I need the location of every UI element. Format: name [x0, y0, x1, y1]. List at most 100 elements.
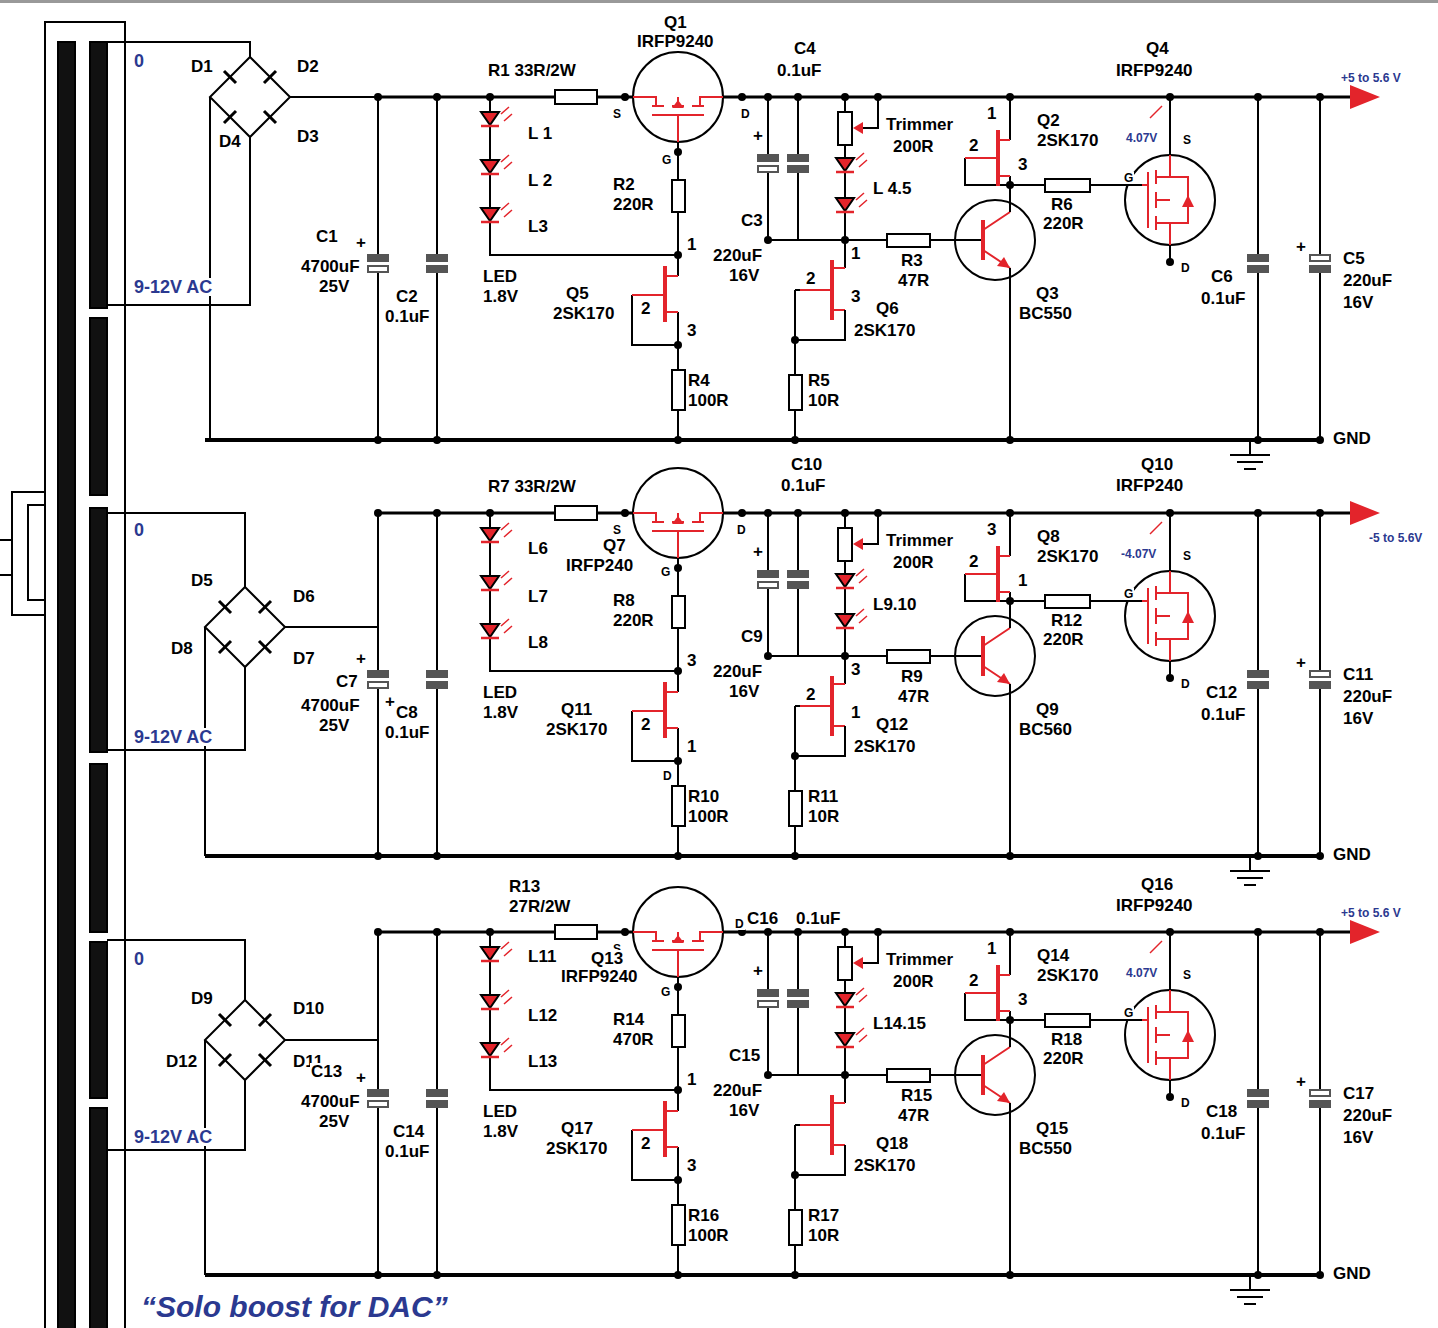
label-slot: L8 — [527, 634, 549, 652]
label-slot: 0.1uF — [795, 910, 841, 928]
label-slot: L 4.5 — [872, 180, 912, 198]
label-slot: 16V — [1342, 710, 1374, 728]
component-label: G — [660, 986, 671, 998]
label-slot: Q12 — [875, 716, 909, 734]
label-slot: + — [355, 650, 367, 668]
label-slot: Q7 — [602, 537, 627, 555]
component-label: Q9 — [1035, 701, 1060, 718]
component-label: 3 — [986, 521, 997, 538]
component-label: 4700uF — [300, 258, 361, 275]
component-label: 1.8V — [482, 704, 519, 721]
label-slot: L9.10 — [872, 596, 917, 614]
label-slot: 3 — [686, 652, 697, 670]
component-label: 25V — [318, 1113, 350, 1130]
label-slot: +5 to 5.6 V — [1340, 903, 1402, 921]
label-slot: 100R — [687, 392, 730, 410]
component-label: R13 — [508, 878, 541, 895]
component-label: 2SK170 — [1036, 967, 1099, 984]
component-label: Q6 — [875, 300, 900, 317]
component-label: R18 — [1050, 1031, 1083, 1048]
label-slot: 3 — [986, 521, 997, 539]
component-label: L 4.5 — [872, 180, 912, 197]
label-slot: 220R — [1042, 631, 1085, 649]
label-slot: 47R — [897, 1107, 930, 1125]
component-label: Q10 — [1140, 456, 1174, 473]
component-label: C12 — [1205, 684, 1238, 701]
label-slot: Q8 — [1036, 528, 1061, 546]
component-label: Trimmer — [885, 116, 954, 133]
label-slot: 200R — [892, 554, 935, 572]
label-slot: G — [661, 150, 672, 168]
component-label: 2 — [968, 972, 979, 989]
component-label: 0.1uF — [780, 477, 826, 494]
label-slot: IRFP9240 — [1115, 897, 1194, 915]
label-slot: GND — [1332, 1265, 1372, 1283]
component-label: Q12 — [875, 716, 909, 733]
component-label: 2SK170 — [853, 738, 916, 755]
component-label: 200R — [892, 138, 935, 155]
component-label: Trimmer — [885, 951, 954, 968]
component-label: 16V — [728, 1102, 760, 1119]
component-label: Trimmer — [885, 532, 954, 549]
label-slot: D7 — [292, 650, 316, 668]
label-slot: 220uF — [712, 1082, 763, 1100]
label-slot: 220uF — [1342, 688, 1393, 706]
label-slot: 4.07V — [1125, 963, 1158, 981]
component-label: 16V — [728, 267, 760, 284]
component-label: 220R — [612, 612, 655, 629]
component-label: 4700uF — [300, 1093, 361, 1110]
label-slot: 10R — [807, 808, 840, 826]
label-slot: S — [1182, 130, 1192, 148]
label-slot: + — [1295, 1073, 1307, 1091]
label-slot: L7 — [527, 588, 549, 606]
label-slot: Q3 — [1035, 285, 1060, 303]
component-label: D — [1180, 1097, 1191, 1109]
label-slot: BC550 — [1018, 305, 1073, 323]
label-slot: R10 — [687, 788, 720, 806]
component-label: R8 — [612, 592, 636, 609]
label-slot: + — [1295, 654, 1307, 672]
component-label: 1 — [850, 245, 861, 262]
component-label: IRFP9240 — [636, 33, 715, 50]
label-slot: 1 — [686, 236, 697, 254]
component-label: C17 — [1342, 1085, 1375, 1102]
transformer — [0, 22, 125, 1328]
label-slot: S — [1182, 965, 1192, 983]
component-label: 220uF — [712, 247, 763, 264]
label-slot: 4.07V — [1125, 128, 1158, 146]
label-slot: 0.1uF — [780, 477, 826, 495]
component-label: 220R — [1042, 631, 1085, 648]
component-label: D9 — [190, 990, 214, 1007]
label-slot: + — [1295, 238, 1307, 256]
label-slot: R16 — [687, 1207, 720, 1225]
component-label: + — [1295, 654, 1307, 671]
label-slot: 1 — [686, 1071, 697, 1089]
component-label: R10 — [687, 788, 720, 805]
component-label: Q4 — [1145, 40, 1170, 57]
label-slot: 2SK170 — [853, 1157, 916, 1175]
component-label: 3 — [850, 288, 861, 305]
label-slot: L 1 — [527, 125, 553, 143]
label-slot: + — [355, 1069, 367, 1087]
label-slot: IRFP9240 — [1115, 62, 1194, 80]
component-label: 220R — [1042, 1050, 1085, 1067]
component-label: 1 — [686, 1071, 697, 1088]
label-slot: C3 — [740, 212, 764, 230]
component-label: L6 — [527, 540, 549, 557]
component-label: 10R — [807, 392, 840, 409]
component-label: L9.10 — [872, 596, 917, 613]
label-slot: 0.1uF — [384, 1143, 430, 1161]
component-label: 220uF — [1342, 272, 1393, 289]
label-slot: 0.1uF — [384, 724, 430, 742]
label-slot: D6 — [292, 588, 316, 606]
component-label: C9 — [740, 628, 764, 645]
label-slot: 4700uF — [300, 1093, 361, 1111]
label-slot: 3 — [850, 661, 861, 679]
component-label: Q18 — [875, 1135, 909, 1152]
label-slot: L12 — [527, 1007, 558, 1025]
label-slot: 0 — [133, 52, 145, 71]
label-slot: 9-12V AC — [133, 1128, 213, 1147]
component-label: IRFP9240 — [1115, 897, 1194, 914]
component-label: C15 — [728, 1047, 761, 1064]
component-label: + — [355, 650, 367, 667]
